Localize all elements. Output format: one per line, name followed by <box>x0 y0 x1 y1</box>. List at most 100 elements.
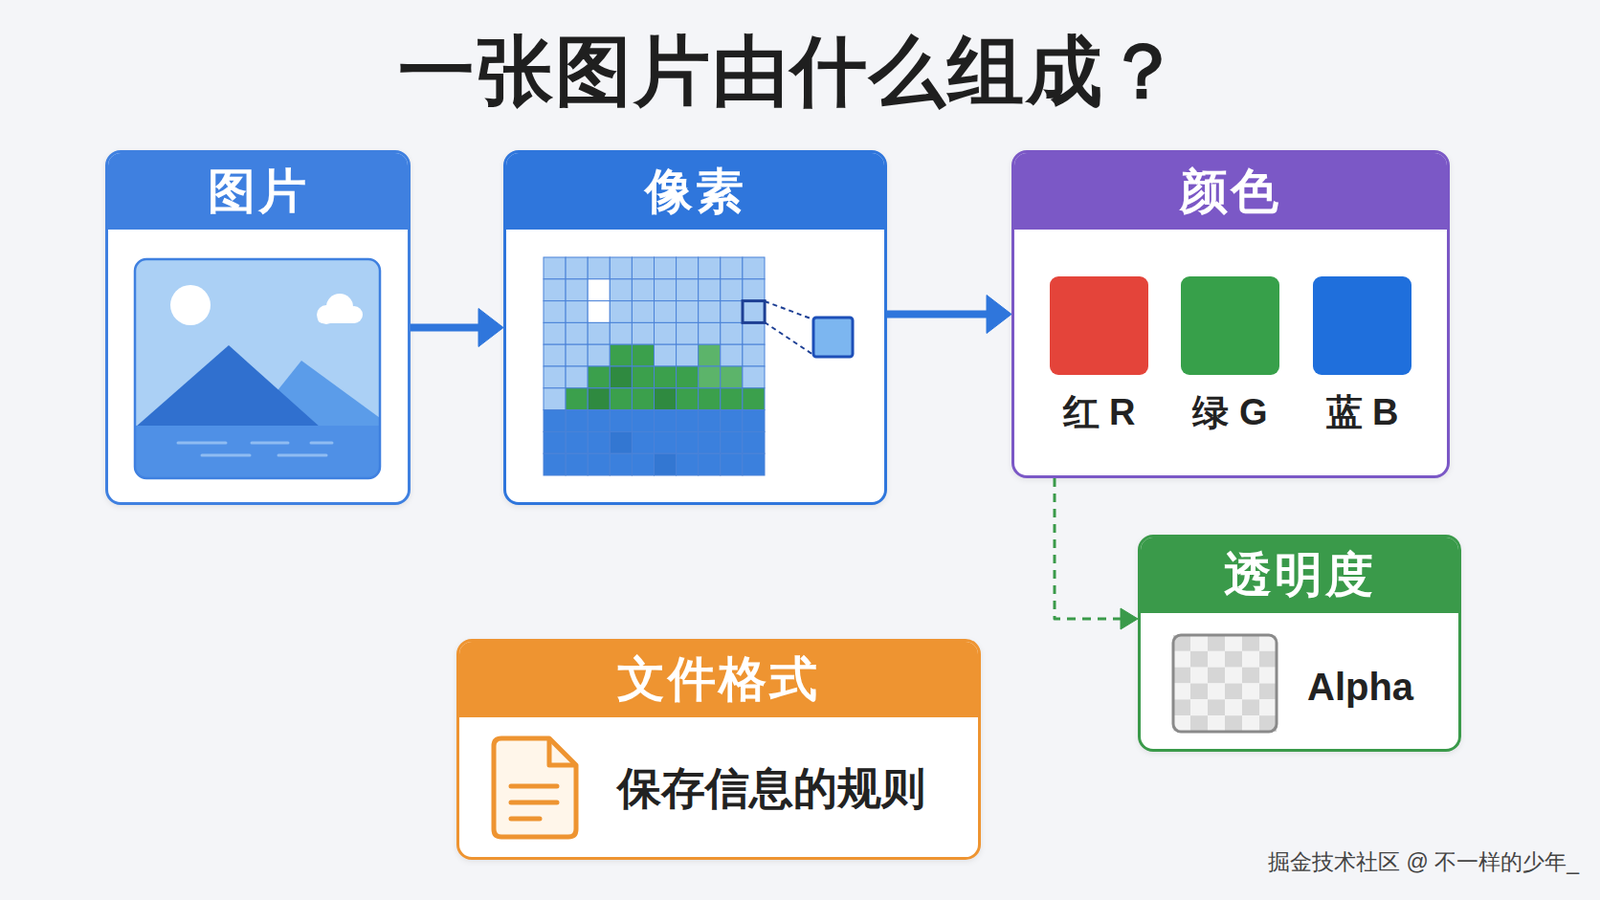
pixel-cell <box>609 431 632 454</box>
pixel-cell <box>676 453 699 476</box>
pixel-cell <box>698 257 721 280</box>
card-title: 透明度 <box>1223 543 1377 608</box>
checker-square <box>1190 684 1208 701</box>
pixel-cell <box>698 301 721 324</box>
pixel-cell <box>543 279 566 302</box>
checker-square <box>1207 715 1225 733</box>
water-ripples <box>177 443 333 456</box>
pixel-cell <box>631 322 654 345</box>
card-body-text: 保存信息的规则 <box>617 760 926 817</box>
card-title: 文件格式 <box>617 647 821 712</box>
pixel-cell <box>698 279 721 302</box>
pixel-cell <box>720 431 743 454</box>
pixel-cell <box>543 322 566 345</box>
checker-square <box>1259 635 1277 652</box>
pixel-cell <box>742 279 765 302</box>
arrow-head <box>986 295 1012 334</box>
front-mountain <box>134 345 321 428</box>
pixel-cell <box>587 301 610 324</box>
pixel-cell <box>698 431 721 454</box>
pixel-cell <box>565 366 588 389</box>
pixel-grid <box>543 257 765 476</box>
checker-square <box>1242 699 1260 716</box>
checker-square <box>1173 667 1191 685</box>
pixel-cell <box>720 344 743 367</box>
pixel-cell <box>742 322 765 345</box>
card-title: 像素 <box>644 159 747 224</box>
pixel-cell <box>565 453 588 476</box>
cloud-puff <box>316 305 336 325</box>
pixel-cell <box>720 453 743 476</box>
pixel-cell <box>609 366 632 389</box>
checker-square <box>1207 699 1225 716</box>
pixel-cell <box>587 366 610 389</box>
checker-square <box>1207 684 1225 701</box>
transparency-checkerboard <box>1173 635 1277 733</box>
alpha-card: 透明度Alpha <box>1137 534 1462 753</box>
swatch-label: 绿 G <box>1161 388 1299 437</box>
color-swatch <box>1049 276 1149 376</box>
document-fold <box>549 738 577 766</box>
diagram-title: 一张图片由什么组成？ <box>311 32 1269 112</box>
pixel-cell <box>676 388 699 411</box>
pixel-cell <box>698 322 721 345</box>
pixel-cell <box>720 301 743 324</box>
pixel-cell <box>587 431 610 454</box>
pixel-cell <box>698 366 721 389</box>
pixel-cell <box>654 431 677 454</box>
pixel-cell <box>654 257 677 280</box>
pixel-cell <box>676 366 699 389</box>
pixel-cell <box>742 431 765 454</box>
color-swatch <box>1312 276 1412 376</box>
checker-square <box>1190 667 1208 685</box>
connector-line <box>1054 478 1124 620</box>
pixel-cell <box>654 453 677 476</box>
pixel-cell <box>720 388 743 411</box>
pixel-cell <box>543 257 566 280</box>
checker-square <box>1224 635 1243 652</box>
pixel-cell <box>609 344 632 367</box>
pixel-cell <box>720 279 743 302</box>
pixel-cell <box>720 257 743 280</box>
pixel-cell <box>676 279 699 302</box>
checker-square <box>1207 667 1225 685</box>
pixel-cell <box>654 301 677 324</box>
pixel-cell <box>587 279 610 302</box>
card-header: 像素 <box>506 153 885 230</box>
color-swatch-node: 红 R <box>1049 276 1149 440</box>
pixel-cell <box>654 322 677 345</box>
card-title: 图片 <box>207 159 310 224</box>
color-card: 红 R绿 G蓝 B颜色 <box>1011 150 1450 479</box>
connector-arrow <box>410 309 504 348</box>
pixel-cell <box>543 453 566 476</box>
checker-square <box>1224 715 1243 733</box>
pixel-cell <box>565 431 588 454</box>
checker-square <box>1207 635 1225 652</box>
card-header: 文件格式 <box>459 642 978 718</box>
checker-square <box>1224 684 1243 701</box>
picture-frame <box>134 259 380 479</box>
checker-square <box>1207 651 1225 668</box>
pixel-cell <box>654 279 677 302</box>
checker-square <box>1242 667 1260 685</box>
pixel-cell <box>609 257 632 280</box>
pixel-cell <box>654 410 677 433</box>
swatch-label: 蓝 B <box>1293 388 1431 437</box>
pixel-cell <box>742 257 765 280</box>
pixel-cell <box>631 453 654 476</box>
checker-square <box>1259 651 1277 668</box>
pixel-cell <box>698 410 721 433</box>
pixel-cell <box>654 344 677 367</box>
pixel-cell <box>631 388 654 411</box>
pixel-cell <box>565 388 588 411</box>
pixel-cell <box>676 257 699 280</box>
document-icon <box>493 738 577 838</box>
card-header: 图片 <box>108 153 408 230</box>
color-swatch-node: 绿 G <box>1180 276 1280 440</box>
pixel-cell <box>631 431 654 454</box>
pixel-cell <box>587 410 610 433</box>
pixel-cell <box>676 301 699 324</box>
pixel-cell <box>565 410 588 433</box>
pixel-cell <box>742 388 765 411</box>
